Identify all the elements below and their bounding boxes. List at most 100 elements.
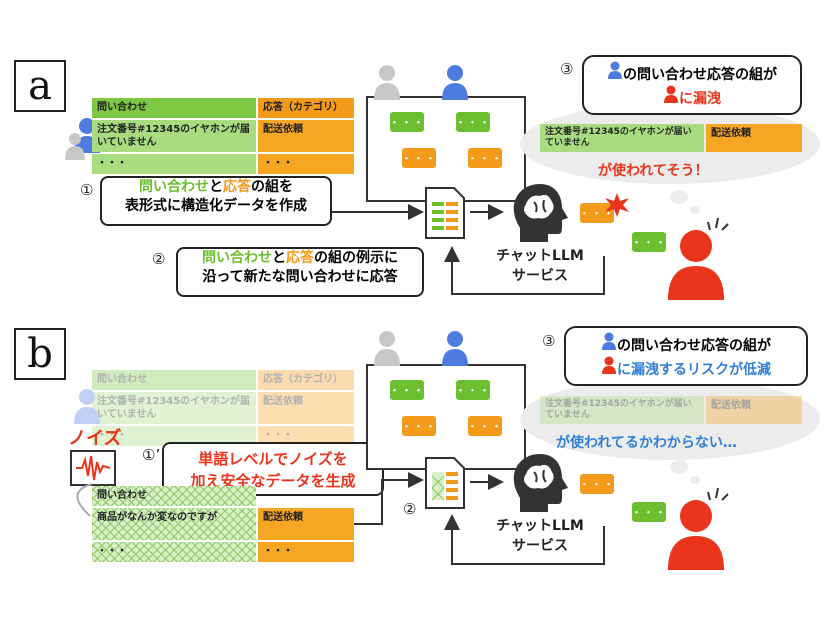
service-name: サービス [512, 268, 568, 284]
noise-curve-arrow [76, 483, 93, 517]
step3-speech-bubble: の問い合わせ応答の組が に漏洩するリスクが低減 [564, 326, 808, 386]
document-icon [425, 187, 465, 239]
chat-bubble-green: ・・・ [455, 112, 490, 132]
user-icon [608, 61, 622, 79]
step3-speech-bubble: の問い合わせ応答の組が に漏洩 [582, 55, 802, 115]
response-word: 応答 [223, 179, 251, 195]
step-number: ①’ [142, 446, 161, 464]
panel-b-label: b [14, 328, 66, 380]
step-number: ① [80, 181, 94, 199]
step-number: ② [403, 500, 417, 518]
chat-bubble-green: ・・・ [389, 380, 424, 400]
table-cell-ellipsis: ・・・ [258, 426, 354, 446]
table-cell-ellipsis: ・・・ [92, 154, 256, 174]
leak-text: が使われてそう！ [598, 163, 709, 179]
service-label: チャットLLM サービス [470, 246, 610, 286]
callout-text: の問い合わせ応答の組が [623, 67, 777, 83]
callout-text: 単語レベルでノイズを [198, 450, 348, 468]
attacker-icon [602, 356, 616, 374]
thought-dot [690, 206, 700, 214]
chat-log-box: ・・・ ・・・ ・・・ ・・・ [366, 364, 526, 470]
llm-brain-icon [513, 184, 568, 242]
response-word: 応答 [286, 250, 314, 266]
step1-prime-callout: 単語レベルでノイズを 加え安全なデータを生成 [162, 442, 384, 496]
table-cell-response: 配送依頼 [258, 120, 354, 152]
leaked-row-response: 配送依頼 [706, 396, 802, 424]
user-icon [602, 332, 616, 350]
thought-cloud [520, 378, 820, 460]
chat-bubble-orange: ・・・ [401, 416, 436, 436]
leak-word: に漏洩 [679, 91, 721, 107]
step2-callout: 問い合わせと応答の組の例示に 沿って新たな問い合わせに応答 [176, 247, 424, 297]
noisy-cell-ellipsis: ・・・ [92, 542, 256, 562]
attacker-icon [664, 85, 678, 103]
step-number: ③ [542, 332, 556, 350]
llm-brain-icon [513, 454, 568, 512]
callout-text: 加え安全なデータを生成 [190, 472, 356, 490]
chat-bubble-green: ・・・ [455, 380, 490, 400]
table-header-response: 応答（カテゴリ） [258, 370, 354, 390]
inquiry-word: 問い合わせ [202, 250, 272, 266]
noisy-cell-inquiry: 商品がなんか変なのですが [92, 508, 256, 540]
callout-text: 表形式に構造化データを作成 [125, 198, 307, 214]
service-name: サービス [512, 538, 568, 554]
chat-bubble-orange: ・・・ [467, 416, 502, 436]
callout-text: の組の例示に [314, 250, 398, 266]
noisy-document-icon [425, 457, 465, 509]
inquiry-word: 問い合わせ [139, 179, 209, 195]
callout-text: 沿って新たな問い合わせに応答 [202, 269, 398, 285]
leaked-row-response: 配送依頼 [706, 124, 802, 152]
callout-text: と [209, 179, 223, 195]
chat-bubble-green: ・・・ [631, 232, 666, 252]
chat-bubble-orange: ・・・ [401, 148, 436, 168]
attacker-icon [668, 230, 724, 300]
callout-text: の問い合わせ応答の組が [617, 338, 771, 354]
noise-waveform-icon [70, 450, 116, 486]
noisy-cell-response: 配送依頼 [258, 508, 354, 540]
table-cell-inquiry: 注文番号#12345のイヤホンが届いていません [92, 392, 256, 424]
step-number: ② [152, 250, 166, 268]
thought-dot [690, 476, 700, 484]
thought-dot [670, 190, 688, 204]
service-label: チャットLLM サービス [470, 516, 610, 556]
surprise-lines-icon [707, 217, 729, 231]
table-cell-inquiry: 注文番号#12345のイヤホンが届いていません [92, 120, 256, 152]
callout-text: と [272, 250, 286, 266]
step1-callout: 問い合わせと応答の組を 表形式に構造化データを作成 [100, 176, 332, 226]
noisy-cell-ellipsis: ・・・ [258, 542, 354, 562]
noise-label: ノイズ [68, 428, 122, 449]
user-icon [74, 389, 100, 424]
callout-text: の組を [251, 179, 293, 195]
person-icon-gray [374, 331, 400, 366]
risk-reduced-text: に漏洩するリスクが低減 [617, 362, 771, 378]
table-header-inquiry: 問い合わせ [92, 370, 256, 390]
table-header-inquiry: 問い合わせ [92, 98, 256, 118]
leak-bubble: ・・・ [579, 203, 614, 223]
leak-bubble: ・・・ [579, 474, 614, 494]
person-icon-gray [374, 65, 400, 100]
leaked-row-inquiry: 注文番号#12345のイヤホンが届いていません [540, 396, 704, 424]
step-number: ③ [560, 60, 574, 78]
noisy-header-inquiry: 問い合わせ [92, 486, 256, 506]
surprise-lines-icon [707, 487, 729, 501]
attacker-icon [668, 500, 724, 570]
uncertain-text: が使われてるかわからない… [556, 435, 737, 451]
person-icon-blue [442, 65, 468, 100]
person-icon-blue [442, 331, 468, 366]
leaked-row-inquiry: 注文番号#12345のイヤホンが届いていません [540, 124, 704, 152]
panel-a-label: a [14, 60, 66, 112]
table-cell-ellipsis: ・・・ [258, 154, 354, 174]
table-header-response: 応答（カテゴリ） [258, 98, 354, 118]
thought-dot [670, 460, 688, 474]
user-icon-gray [65, 133, 85, 160]
chat-bubble-green: ・・・ [631, 502, 666, 522]
chat-bubble-orange: ・・・ [467, 148, 502, 168]
table-cell-response: 配送依頼 [258, 392, 354, 424]
service-name: チャットLLM [496, 518, 584, 534]
chat-bubble-green: ・・・ [389, 112, 424, 132]
table-cell-ellipsis: ・・・ [92, 426, 256, 446]
service-name: チャットLLM [496, 248, 584, 264]
explosion-icon [605, 193, 629, 217]
